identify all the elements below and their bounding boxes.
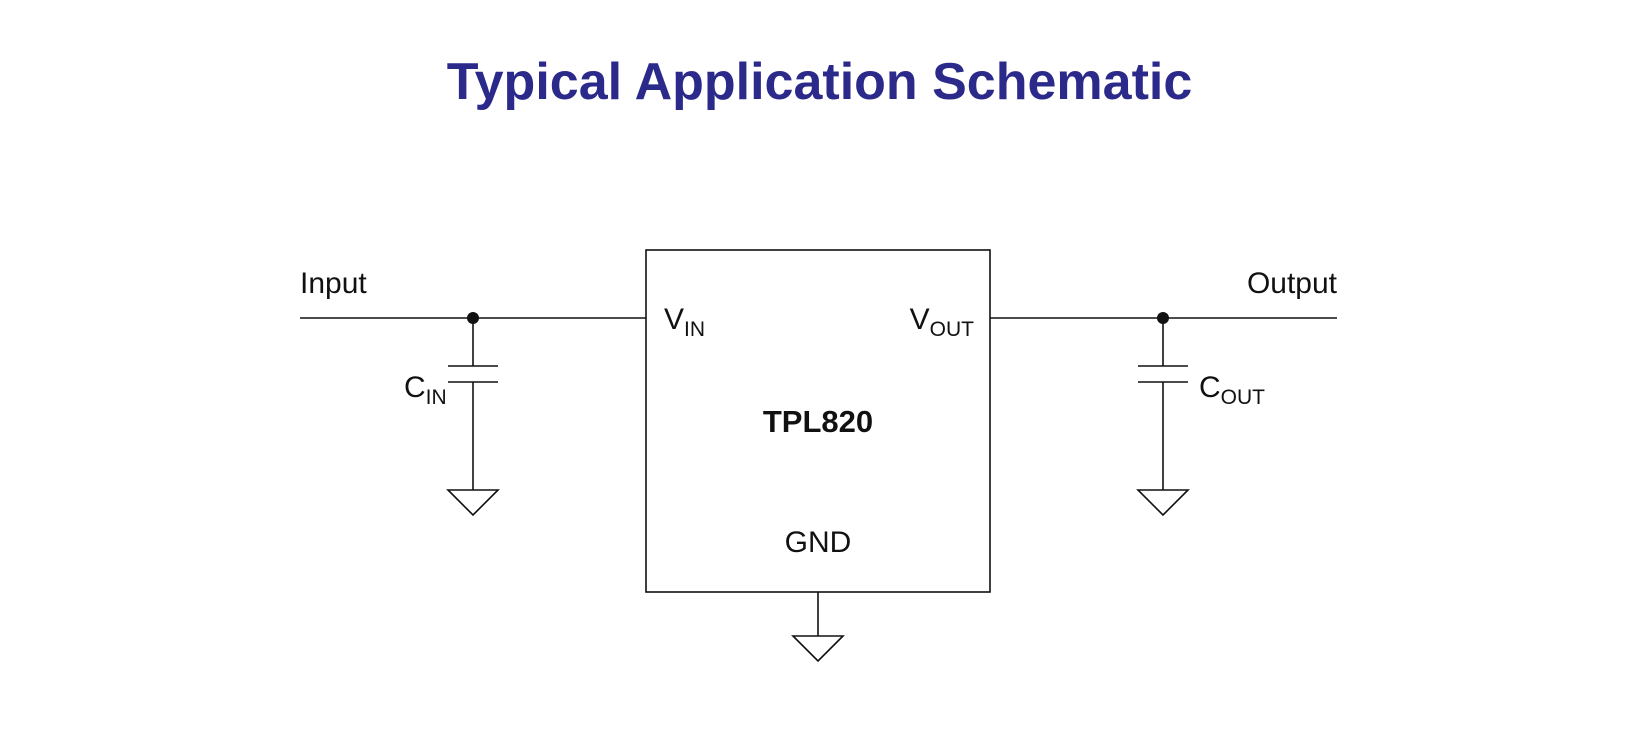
- vout-pin-main: V: [910, 303, 930, 336]
- output-junction-dot: [1157, 312, 1169, 324]
- gnd-pin-label: GND: [785, 526, 852, 559]
- cin-label-sub: IN: [426, 386, 447, 409]
- input-label: Input: [300, 267, 367, 300]
- cin-label-main: C: [404, 371, 426, 404]
- vout-pin-label: VOUT: [910, 303, 975, 341]
- vout-pin-sub: OUT: [930, 318, 975, 341]
- vin-pin-label: VIN: [664, 303, 705, 341]
- cout-label: COUT: [1199, 371, 1265, 409]
- cout-capacitor-symbol: [1138, 318, 1188, 490]
- cout-label-sub: OUT: [1221, 386, 1266, 409]
- cin-ground-icon: [446, 489, 500, 517]
- page-title: Typical Application Schematic: [446, 53, 1193, 111]
- cin-label: CIN: [404, 371, 447, 409]
- cout-label-main: C: [1199, 371, 1221, 404]
- vin-pin-main: V: [664, 303, 684, 336]
- cout-ground-icon: [1136, 489, 1190, 517]
- ic-ground-icon: [791, 635, 845, 663]
- output-label: Output: [1247, 267, 1338, 300]
- vin-pin-sub: IN: [684, 318, 705, 341]
- ic-part-number: TPL820: [763, 404, 873, 439]
- input-junction-dot: [467, 312, 479, 324]
- cin-capacitor-symbol: [448, 318, 498, 490]
